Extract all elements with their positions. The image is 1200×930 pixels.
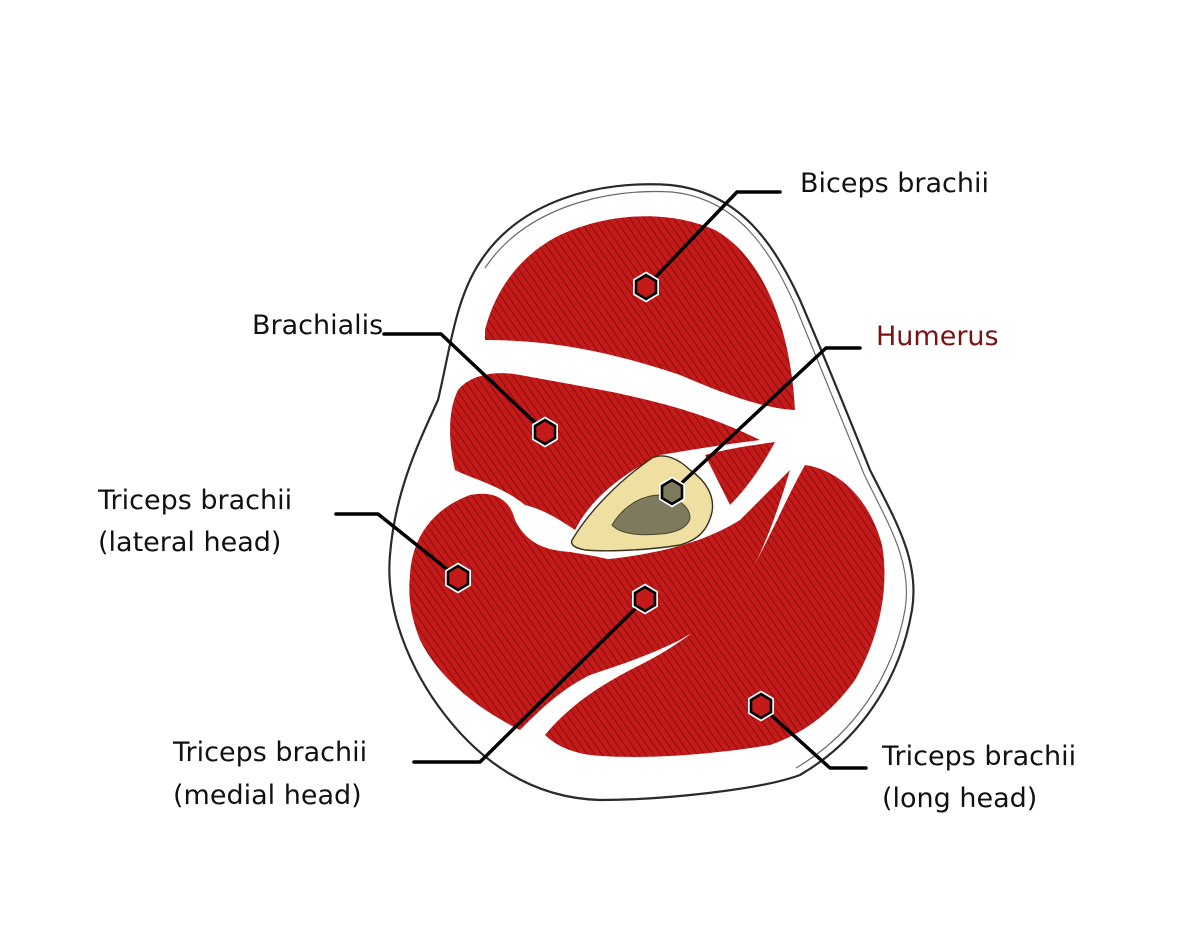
label-triceps-medial-line1: Triceps brachii bbox=[172, 737, 367, 768]
triceps-lateral-head-muscle bbox=[409, 493, 720, 730]
leader-line-humerus bbox=[670, 346, 862, 494]
leader-line-brachialis bbox=[382, 332, 547, 434]
label-triceps-lateral-line1: Triceps brachii bbox=[97, 485, 292, 516]
label-triceps-lateral-line2: (lateral head) bbox=[98, 527, 281, 558]
marker-humerus bbox=[659, 476, 685, 508]
triceps-medial-head-muscle bbox=[590, 470, 790, 675]
label-triceps-medial-line2: (medial head) bbox=[173, 780, 362, 811]
label-triceps-long-line2: (long head) bbox=[882, 783, 1037, 814]
biceps-brachii-muscle bbox=[485, 216, 795, 410]
leader-line-triceps-medial bbox=[412, 597, 647, 764]
label-brachialis: Brachialis bbox=[252, 310, 383, 341]
leader-line-triceps-lateral bbox=[334, 512, 460, 580]
label-biceps-brachii: Biceps brachii bbox=[800, 168, 989, 199]
marker-triceps-lateral bbox=[445, 562, 471, 594]
triceps-long-head-muscle bbox=[545, 465, 885, 757]
marker-biceps bbox=[633, 271, 659, 303]
label-triceps-long-line1: Triceps brachii bbox=[881, 741, 1076, 772]
leader-line-triceps-long bbox=[759, 704, 868, 770]
marker-triceps-medial bbox=[632, 583, 658, 615]
leader-line-biceps bbox=[644, 190, 782, 289]
marker-brachialis bbox=[532, 416, 558, 448]
brachialis-muscle bbox=[450, 373, 775, 530]
marker-triceps-long bbox=[748, 690, 774, 722]
label-humerus: Humerus bbox=[876, 321, 999, 352]
